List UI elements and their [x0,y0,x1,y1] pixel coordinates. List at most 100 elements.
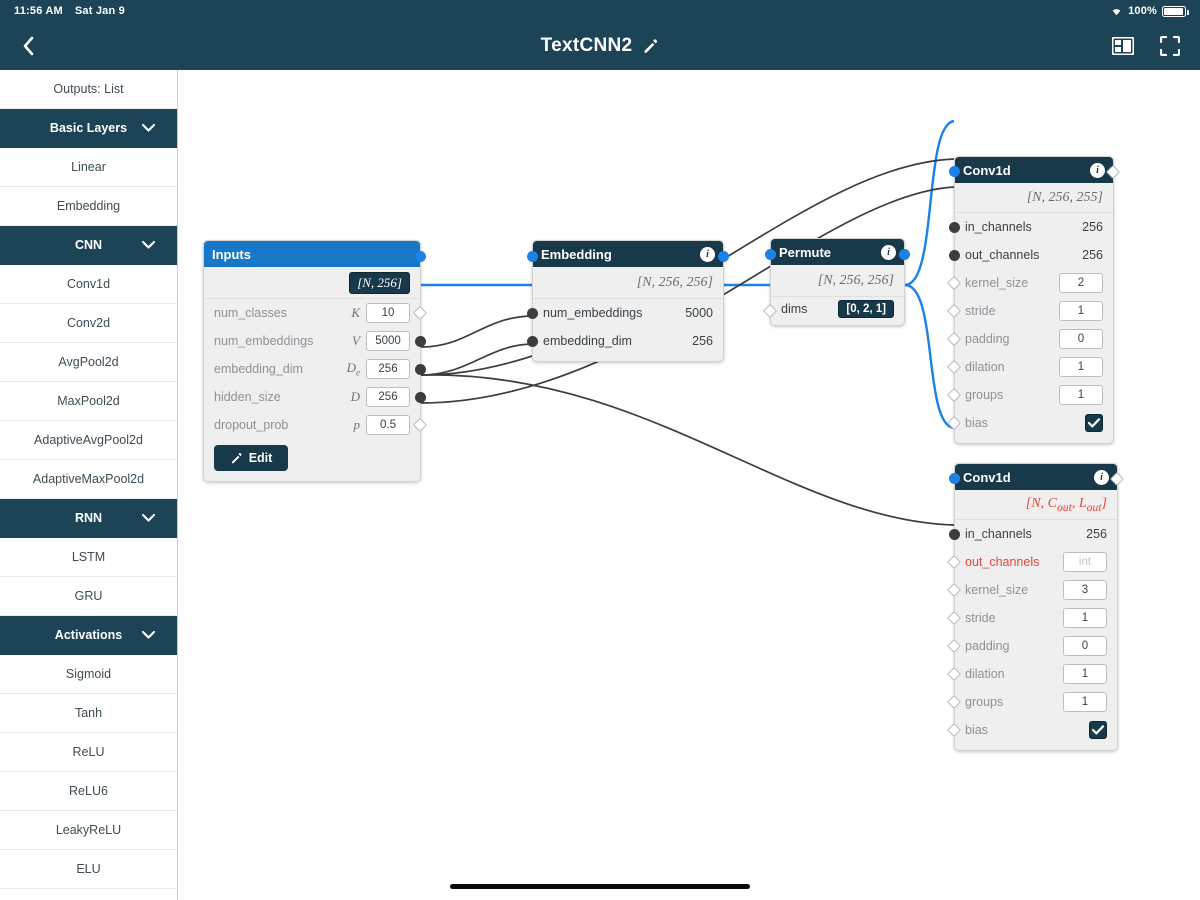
sidebar-section-activations[interactable]: Activations [0,616,177,655]
sidebar-item-leakyrelu[interactable]: LeakyReLU [0,811,177,850]
info-icon[interactable]: i [700,246,715,262]
param-input[interactable]: 2 [1059,273,1103,293]
param-row-bias[interactable]: bias [946,716,1117,744]
sidebar-item-sigmoid[interactable]: Sigmoid [0,655,177,694]
param-port[interactable] [946,610,962,626]
sidebar-item-embedding[interactable]: Embedding [0,187,177,226]
node-permute[interactable]: Permute i [N, 256, 256] dims [0, 2, 1] [762,238,910,326]
param-port[interactable] [946,415,962,431]
param-input[interactable]: 1 [1059,301,1103,321]
param-row[interactable]: dims [0, 2, 1] [762,297,904,325]
param-port[interactable] [946,666,962,682]
param-input[interactable]: 0 [1059,329,1103,349]
edit-button[interactable]: Edit [214,445,288,471]
param-port[interactable] [949,529,960,540]
param-port[interactable] [946,359,962,375]
output-port[interactable] [899,249,910,260]
param-checkbox[interactable] [1089,721,1107,739]
param-port[interactable] [527,308,538,319]
sidebar-item-linear[interactable]: Linear [0,148,177,187]
param-port[interactable] [412,417,428,433]
param-input[interactable]: 10 [366,303,410,323]
info-icon[interactable]: i [1090,162,1105,178]
sidebar-item-adaptivemaxpool2d[interactable]: AdaptiveMaxPool2d [0,460,177,499]
sidebar-section-rnn[interactable]: RNN [0,499,177,538]
sidebar-section-basic-layers[interactable]: Basic Layers [0,109,177,148]
output-port[interactable] [415,251,426,262]
param-port[interactable] [762,303,778,319]
param-port[interactable] [946,638,962,654]
param-port[interactable] [946,275,962,291]
param-input[interactable]: 256 [366,387,410,407]
param-checkbox[interactable] [1085,414,1103,432]
pencil-icon[interactable] [642,38,659,55]
param-port[interactable] [415,336,426,347]
sidebar-item-lstm[interactable]: LSTM [0,538,177,577]
input-port[interactable] [949,473,960,484]
sidebar-item-relu[interactable]: ReLU [0,733,177,772]
param-input[interactable]: 0 [1063,636,1107,656]
param-input[interactable]: 1 [1059,385,1103,405]
node-header[interactable]: Conv1d i [955,464,1117,490]
sidebar-item-tanh[interactable]: Tanh [0,694,177,733]
sidebar-item-avgpool2d[interactable]: AvgPool2d [0,343,177,382]
param-port[interactable] [946,303,962,319]
fullscreen-icon[interactable] [1160,36,1180,56]
param-input[interactable]: int [1063,552,1107,572]
sidebar-item-elu[interactable]: ELU [0,850,177,889]
param-port[interactable] [946,722,962,738]
sidebar-item-relu6[interactable]: ReLU6 [0,772,177,811]
param-port[interactable] [946,554,962,570]
param-input[interactable]: 1 [1063,692,1107,712]
param-port[interactable] [527,336,538,347]
node-header[interactable]: Conv1d i [955,157,1113,183]
node-header[interactable]: Embedding i [533,241,723,267]
param-input[interactable]: 5000 [366,331,410,351]
info-icon[interactable]: i [881,244,896,260]
param-port[interactable] [415,392,426,403]
sidebar-item-gru[interactable]: GRU [0,577,177,616]
input-port[interactable] [527,251,538,262]
panel-layout-icon[interactable] [1112,37,1134,55]
info-icon[interactable]: i [1094,469,1109,485]
param-input[interactable]: 3 [1063,580,1107,600]
param-input[interactable]: 1 [1059,357,1103,377]
param-port[interactable] [946,387,962,403]
sidebar-item-conv2d[interactable]: Conv2d [0,304,177,343]
sidebar-section-cnn[interactable]: CNN [0,226,177,265]
sidebar-item-adaptiveavgpool2d[interactable]: AdaptiveAvgPool2d [0,421,177,460]
sidebar-item-outputs-list[interactable]: Outputs: List [0,70,177,109]
sidebar-item-conv1d[interactable]: Conv1d [0,265,177,304]
param-input[interactable]: 1 [1063,664,1107,684]
sidebar-item-maxpool2d[interactable]: MaxPool2d [0,382,177,421]
input-port[interactable] [949,166,960,177]
back-button[interactable] [0,22,56,70]
param-port[interactable] [946,582,962,598]
node-header[interactable]: Permute i [771,239,904,265]
